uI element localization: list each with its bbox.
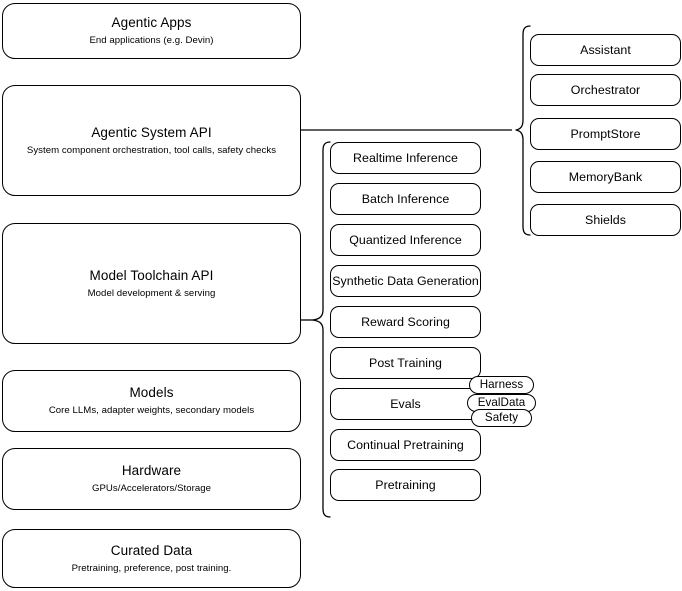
capability-label: Quantized Inference [349, 233, 462, 247]
layer-subtitle: Pretraining, preference, post training. [71, 562, 232, 574]
capability-realtime-inference[interactable]: Realtime Inference [330, 142, 481, 174]
capability-continual-pretraining[interactable]: Continual Pretraining [330, 429, 481, 461]
layer-model-toolchain-api[interactable]: Model Toolchain API Model development & … [2, 223, 301, 344]
layer-title: Hardware [121, 463, 182, 478]
capability-label: Evals [390, 397, 421, 411]
capability-batch-inference[interactable]: Batch Inference [330, 183, 481, 215]
capability-post-training[interactable]: Post Training [330, 347, 481, 379]
component-label: Assistant [580, 43, 631, 57]
capability-pretraining[interactable]: Pretraining [330, 469, 481, 501]
capability-quantized-inference[interactable]: Quantized Inference [330, 224, 481, 256]
component-promptstore[interactable]: PromptStore [530, 118, 681, 150]
layer-agentic-apps[interactable]: Agentic Apps End applications (e.g. Devi… [2, 3, 301, 59]
layer-title: Curated Data [110, 542, 193, 558]
capability-reward-scoring[interactable]: Reward Scoring [330, 306, 481, 338]
component-shields[interactable]: Shields [530, 204, 681, 236]
component-label: PromptStore [570, 127, 641, 141]
layer-curated-data[interactable]: Curated Data Pretraining, preference, po… [2, 529, 301, 588]
capability-evals[interactable]: Evals [330, 388, 481, 420]
evals-badge-safety[interactable]: Safety [471, 409, 532, 427]
layer-subtitle: System component orchestration, tool cal… [26, 144, 277, 156]
layer-models[interactable]: Models Core LLMs, adapter weights, secon… [2, 370, 301, 432]
capability-label: Reward Scoring [361, 315, 450, 329]
capability-synthetic-data-generation[interactable]: Synthetic Data Generation [330, 265, 481, 297]
component-orchestrator[interactable]: Orchestrator [530, 74, 681, 106]
component-label: Orchestrator [570, 83, 641, 97]
layer-subtitle: End applications (e.g. Devin) [89, 35, 214, 46]
capability-label: Realtime Inference [353, 151, 458, 165]
layer-hardware[interactable]: Hardware GPUs/Accelerators/Storage [2, 448, 301, 510]
layer-subtitle: Core LLMs, adapter weights, secondary mo… [48, 405, 255, 416]
evals-badge-harness[interactable]: Harness [469, 376, 534, 394]
layer-title: Agentic System API [91, 124, 212, 140]
layer-title: Models [129, 385, 174, 400]
component-assistant[interactable]: Assistant [530, 34, 681, 66]
component-label: Shields [585, 213, 626, 227]
evals-badge-label: Safety [484, 411, 519, 424]
layer-subtitle: GPUs/Accelerators/Storage [91, 483, 212, 494]
capability-label: Post Training [369, 356, 442, 370]
capability-label: Batch Inference [361, 192, 450, 206]
layer-title: Agentic Apps [111, 15, 192, 30]
evals-badge-label: EvalData [477, 396, 526, 409]
evals-badge-label: Harness [479, 378, 524, 391]
layer-subtitle: Model development & serving [87, 287, 216, 299]
layer-title: Model Toolchain API [89, 267, 214, 283]
component-memorybank[interactable]: MemoryBank [530, 161, 681, 193]
capability-label: Pretraining [375, 478, 436, 492]
capability-label: Synthetic Data Generation [332, 274, 479, 288]
layer-agentic-system-api[interactable]: Agentic System API System component orch… [2, 85, 301, 196]
capability-label: Continual Pretraining [347, 438, 464, 452]
component-label: MemoryBank [568, 170, 643, 184]
